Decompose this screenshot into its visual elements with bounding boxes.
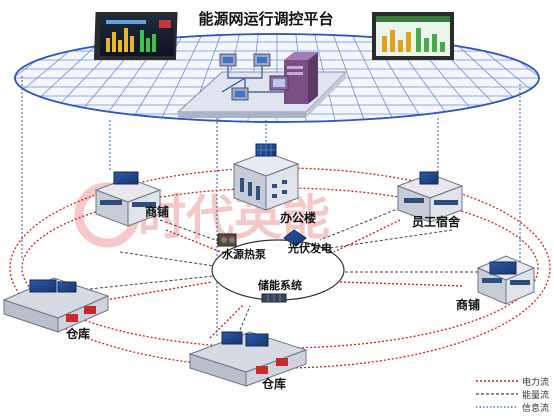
pv-panel-icon	[283, 229, 307, 247]
info-flow-links	[21, 76, 521, 336]
pc-icon	[219, 53, 271, 101]
battery-icon	[261, 293, 287, 303]
label-office: 办公楼	[280, 210, 316, 225]
label-warehouse-bottom: 仓库	[261, 376, 286, 391]
monitor-right	[372, 12, 454, 60]
office-building	[232, 143, 300, 211]
warehouse-left-building	[2, 277, 110, 333]
control-station	[176, 52, 348, 118]
label-storage: 储能系统	[258, 278, 302, 292]
dorm-building	[396, 171, 464, 223]
label-shop-left: 商铺	[145, 204, 169, 219]
energy-flow-spokes	[79, 207, 478, 331]
shop-right-building	[476, 255, 536, 305]
legend-label-power: 电力流	[522, 376, 549, 388]
label-heat-pump: 水源热泵	[222, 247, 266, 261]
warehouse-bottom-building	[188, 331, 308, 387]
label-dorm: 员工宿舍	[412, 214, 461, 229]
legend-label-energy: 能量流	[522, 389, 549, 401]
heat-pump-icon	[217, 233, 237, 247]
label-warehouse-left: 仓库	[65, 326, 90, 341]
legend: 电力流 能量流 信息流	[476, 376, 549, 414]
page-title: 能源网运行调控平台	[198, 10, 333, 28]
label-shop-right: 商铺	[456, 297, 480, 312]
radial-red-spokes	[105, 219, 463, 339]
legend-label-info: 信息流	[522, 402, 549, 414]
shop-left-building	[94, 171, 162, 227]
monitor-left	[93, 12, 178, 60]
label-pv: 光伏发电	[287, 241, 332, 255]
server-icon	[269, 52, 318, 104]
